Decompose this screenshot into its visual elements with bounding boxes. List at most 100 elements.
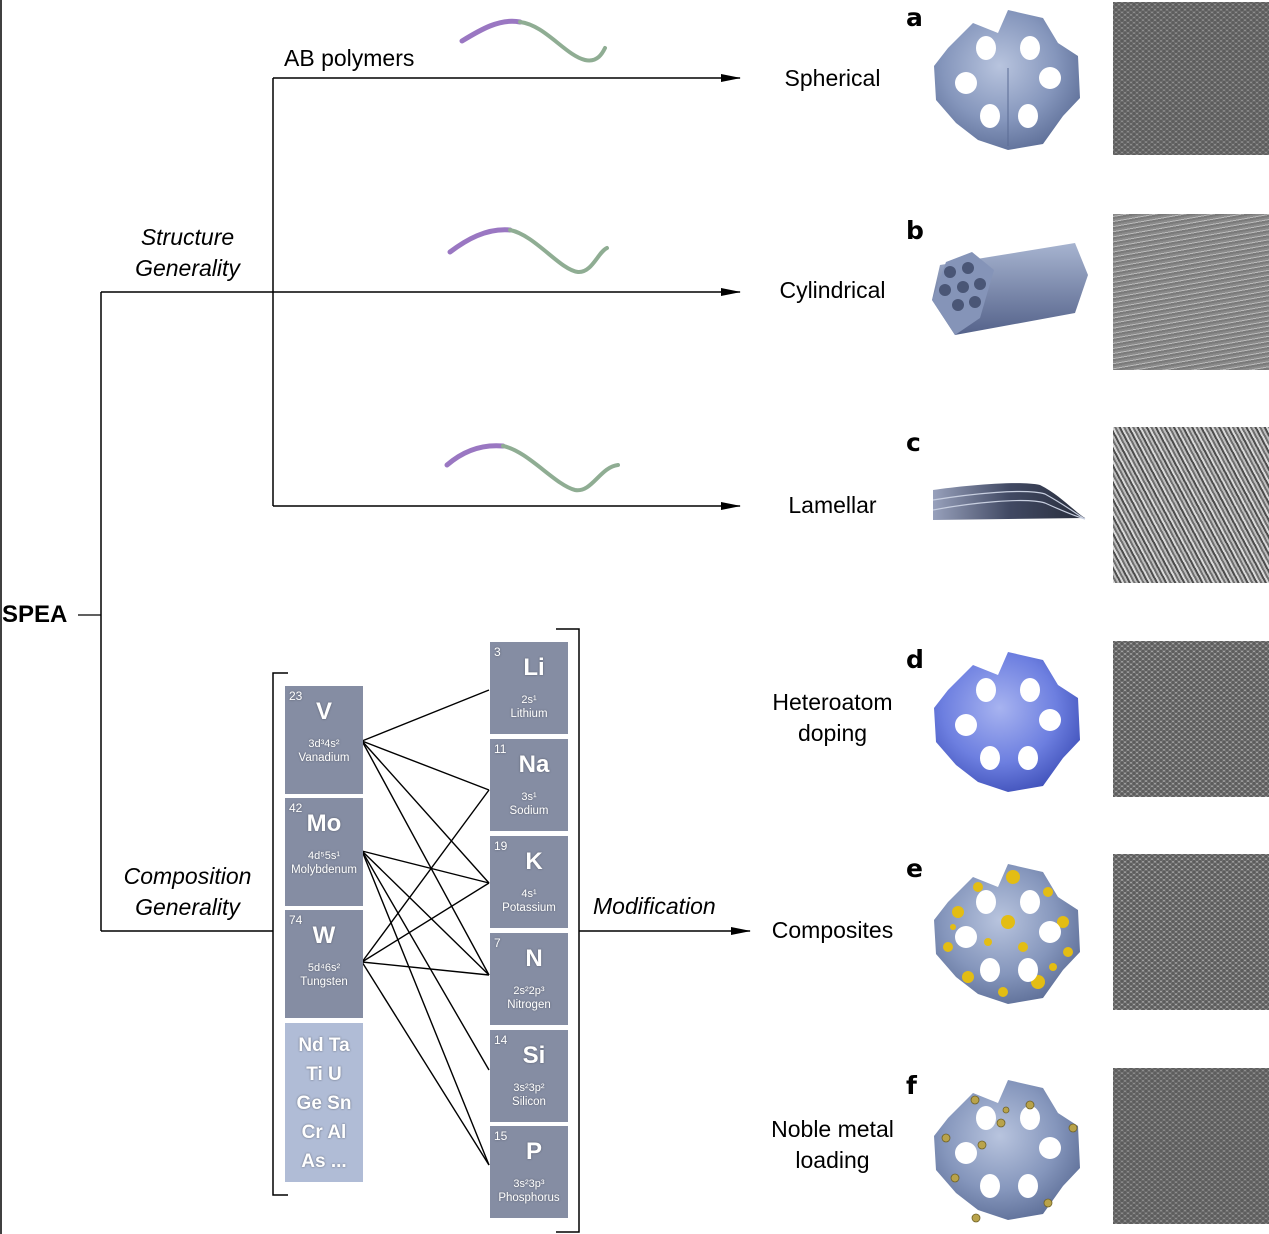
panel-letter-c: c [906, 428, 921, 457]
other-elements-tile: Nd Ta Ti U Ge Sn Cr Al As ... [285, 1023, 363, 1182]
panel-letter-e: e [906, 854, 923, 883]
electron-config: 5d⁴6s² [307, 962, 341, 974]
sem-image-spherical [1113, 2, 1269, 155]
electron-config: 3s¹ [521, 791, 537, 803]
structure-label-line2: Generality [135, 255, 240, 281]
noble-metal-line1: Noble metal [771, 1116, 894, 1142]
element-symbol: K [525, 848, 543, 875]
element-symbol: N [525, 945, 543, 972]
other-elements-row: Nd Ta [298, 1035, 350, 1056]
atomic-number: 23 [289, 689, 303, 703]
outcome-label-composites: Composites [771, 917, 894, 943]
composition-generality-label: Composition Generality [110, 861, 265, 923]
sem-image-lamellar [1113, 427, 1269, 583]
cylindrical-hexagon-image [932, 243, 1088, 335]
sem-image-composites [1113, 854, 1269, 1010]
panel-letter-f: f [906, 1071, 917, 1100]
ab-polymers-label: AB polymers [284, 45, 415, 71]
outcome-label-cylindrical: Cylindrical [779, 277, 886, 303]
structure-label-line1: Structure [140, 224, 235, 250]
element-tile-si: 14 Si 3s²3p² Silicon [490, 1030, 568, 1122]
element-name: Lithium [510, 708, 548, 720]
connection-mo-n [361, 850, 490, 976]
element-symbol: Na [518, 751, 550, 778]
element-symbol: Mo [306, 810, 342, 837]
lamellar-sheets-image [932, 483, 1086, 520]
electron-config: 2s²2p³ [513, 985, 545, 997]
connection-mo-k [361, 850, 490, 884]
composite-framework-image [934, 864, 1080, 1004]
element-tile-na: 11 Na 3s¹ Sodium [490, 739, 568, 831]
connection-v-n [361, 740, 490, 976]
element-tile-v: 23 V 3d³4s² Vanadium [285, 686, 363, 794]
heteroatom-line2: doping [797, 720, 868, 746]
noble-metal-framework-image [934, 1080, 1080, 1223]
atomic-number: 15 [494, 1129, 508, 1143]
electron-config: 3s²3p² [513, 1082, 545, 1094]
connection-v-k [361, 740, 490, 884]
atomic-number: 42 [289, 801, 303, 815]
root-label-spea: SPEA [2, 601, 68, 628]
element-symbol: Li [523, 654, 545, 681]
composition-label-line1: Composition [123, 863, 252, 889]
sem-image-noble-metal-loading [1113, 1068, 1269, 1224]
connection-w-n [361, 961, 490, 976]
outcome-label-noble-metal-loading: Noble metal loading [755, 1114, 910, 1176]
element-tile-n: 7 N 2s²2p³ Nitrogen [490, 933, 568, 1025]
element-name: Molybdenum [291, 864, 357, 876]
sem-image-cylindrical [1113, 214, 1269, 370]
other-elements-row: Cr Al [301, 1122, 347, 1143]
panel-letter-d: d [906, 645, 924, 674]
element-symbol: Si [522, 1042, 546, 1069]
heteroatom-line1: Heteroatom [772, 689, 893, 715]
electron-config: 2s¹ [521, 694, 537, 706]
outcome-label-lamellar: Lamellar [788, 492, 877, 518]
element-tile-mo: 42 Mo 4d⁵5s¹ Molybdenum [285, 798, 363, 906]
noble-metal-line2: loading [795, 1147, 870, 1173]
other-elements-row: As ... [301, 1151, 347, 1172]
connection-w-p [361, 961, 490, 1166]
outcome-label-spherical: Spherical [784, 65, 881, 91]
atomic-number: 74 [289, 913, 303, 927]
element-name: Phosphorus [498, 1192, 560, 1204]
electron-config: 4s¹ [521, 888, 537, 900]
element-name: Nitrogen [507, 999, 551, 1011]
atomic-number: 14 [494, 1033, 508, 1047]
connection-mo-p [361, 850, 490, 1166]
atomic-number: 19 [494, 839, 508, 853]
sem-image-heteroatom-doping [1113, 641, 1269, 797]
panel-letter-b: b [906, 216, 924, 245]
connection-v-na [361, 740, 490, 791]
element-symbol: V [315, 698, 332, 725]
element-name: Sodium [509, 805, 549, 817]
element-name: Tungsten [300, 976, 348, 988]
electron-config: 4d⁵5s¹ [307, 850, 341, 862]
polymer-chain-2 [447, 227, 609, 274]
element-tile-p: 15 P 3s²3p³ Phosphorus [490, 1126, 568, 1218]
element-tile-li: 3 Li 2s¹ Lithium [490, 642, 568, 734]
polymer-chain-3 [444, 443, 620, 493]
connection-w-na [361, 789, 490, 963]
atomic-number: 3 [494, 645, 501, 659]
element-name: Vanadium [298, 752, 350, 764]
element-name: Silicon [512, 1096, 546, 1108]
heteroatom-doped-framework-image [934, 652, 1080, 792]
connection-w-k [361, 882, 490, 963]
other-elements-row: Ti U [306, 1064, 342, 1085]
structure-generality-label: Structure Generality [120, 222, 255, 284]
polymer-chain-1 [459, 18, 607, 63]
element-name: Potassium [502, 902, 556, 914]
left-bracket [272, 672, 288, 1196]
composition-label-line2: Generality [135, 894, 240, 920]
spherical-framework-image [934, 10, 1080, 150]
electron-config: 3s²3p³ [513, 1178, 545, 1190]
element-connections [361, 689, 490, 1166]
element-tile-w: 74 W 5d⁴6s² Tungsten [285, 910, 363, 1018]
connection-v-li [361, 689, 490, 742]
atomic-number: 7 [494, 936, 501, 950]
electron-config: 3d³4s² [308, 738, 340, 750]
modification-label: Modification [593, 893, 716, 919]
element-tile-k: 19 K 4s¹ Potassium [490, 836, 568, 928]
element-symbol: W [312, 922, 336, 949]
